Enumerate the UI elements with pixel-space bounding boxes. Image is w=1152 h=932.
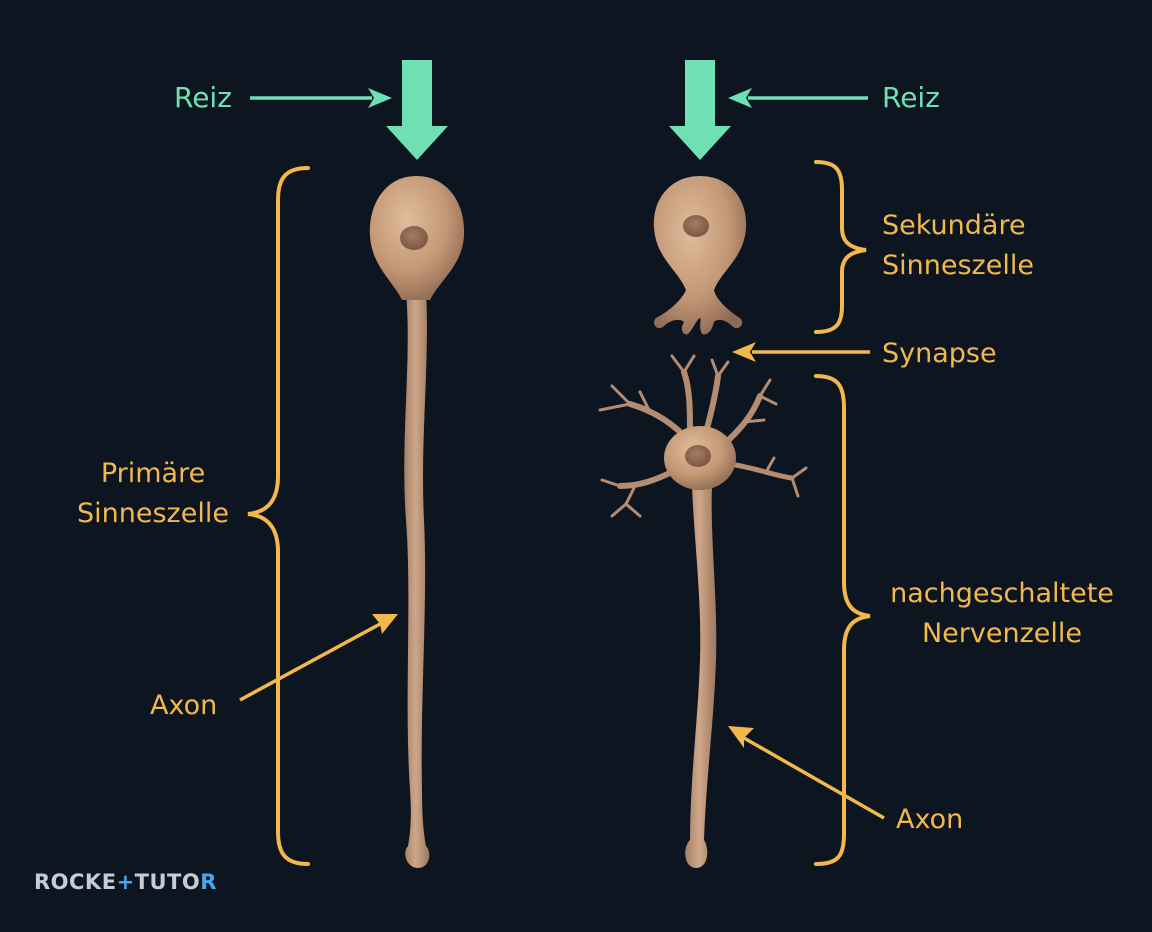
primary-sensory-cell-illustration [369, 176, 465, 868]
stimulus-label-left: Reiz [174, 81, 232, 114]
pointer-arrow-icon-axon-right [728, 726, 885, 820]
brand-logo: ROCKE+TUTOR [34, 870, 217, 894]
primary-cell-label-line1: Primäre [100, 458, 206, 489]
brand-plus-icon: + [116, 870, 135, 894]
nerve-cell-body [664, 426, 736, 868]
secondary-cell-label-line1: Sekundäre [882, 210, 1026, 241]
brand-logo-part1: ROCKE [34, 870, 117, 894]
brand-logo-part3: R [200, 870, 217, 894]
secondary-sensory-cell-illustration [653, 176, 747, 335]
secondary-cell-label-line2: Sinneszelle [882, 250, 1034, 281]
stimulus-arrow-icon-left [386, 60, 448, 160]
curly-brace-icon-secondary [814, 160, 867, 334]
pointer-arrow-icon-reiz-left [250, 88, 392, 108]
axon-label-right: Axon [896, 804, 964, 835]
curly-brace-icon-nerve [814, 374, 871, 866]
axon-label-left: Axon [150, 690, 218, 721]
curly-brace-icon-primary [247, 166, 310, 866]
pointer-arrow-icon-axon-left [239, 614, 398, 702]
synapse-label: Synapse [882, 338, 997, 369]
pointer-arrow-icon-reiz-right [728, 88, 868, 108]
stimulus-arrow-icon-right [669, 60, 731, 160]
stimulus-label-right: Reiz [882, 81, 940, 114]
nerve-cell-label-line1: nachgeschaltete [890, 578, 1114, 609]
primary-cell-label-line2: Sinneszelle [77, 498, 229, 529]
nerve-cell-label-line2: Nervenzelle [921, 618, 1082, 649]
pointer-arrow-icon-synapse [732, 342, 870, 362]
brand-logo-part2: TUTO [134, 870, 201, 894]
